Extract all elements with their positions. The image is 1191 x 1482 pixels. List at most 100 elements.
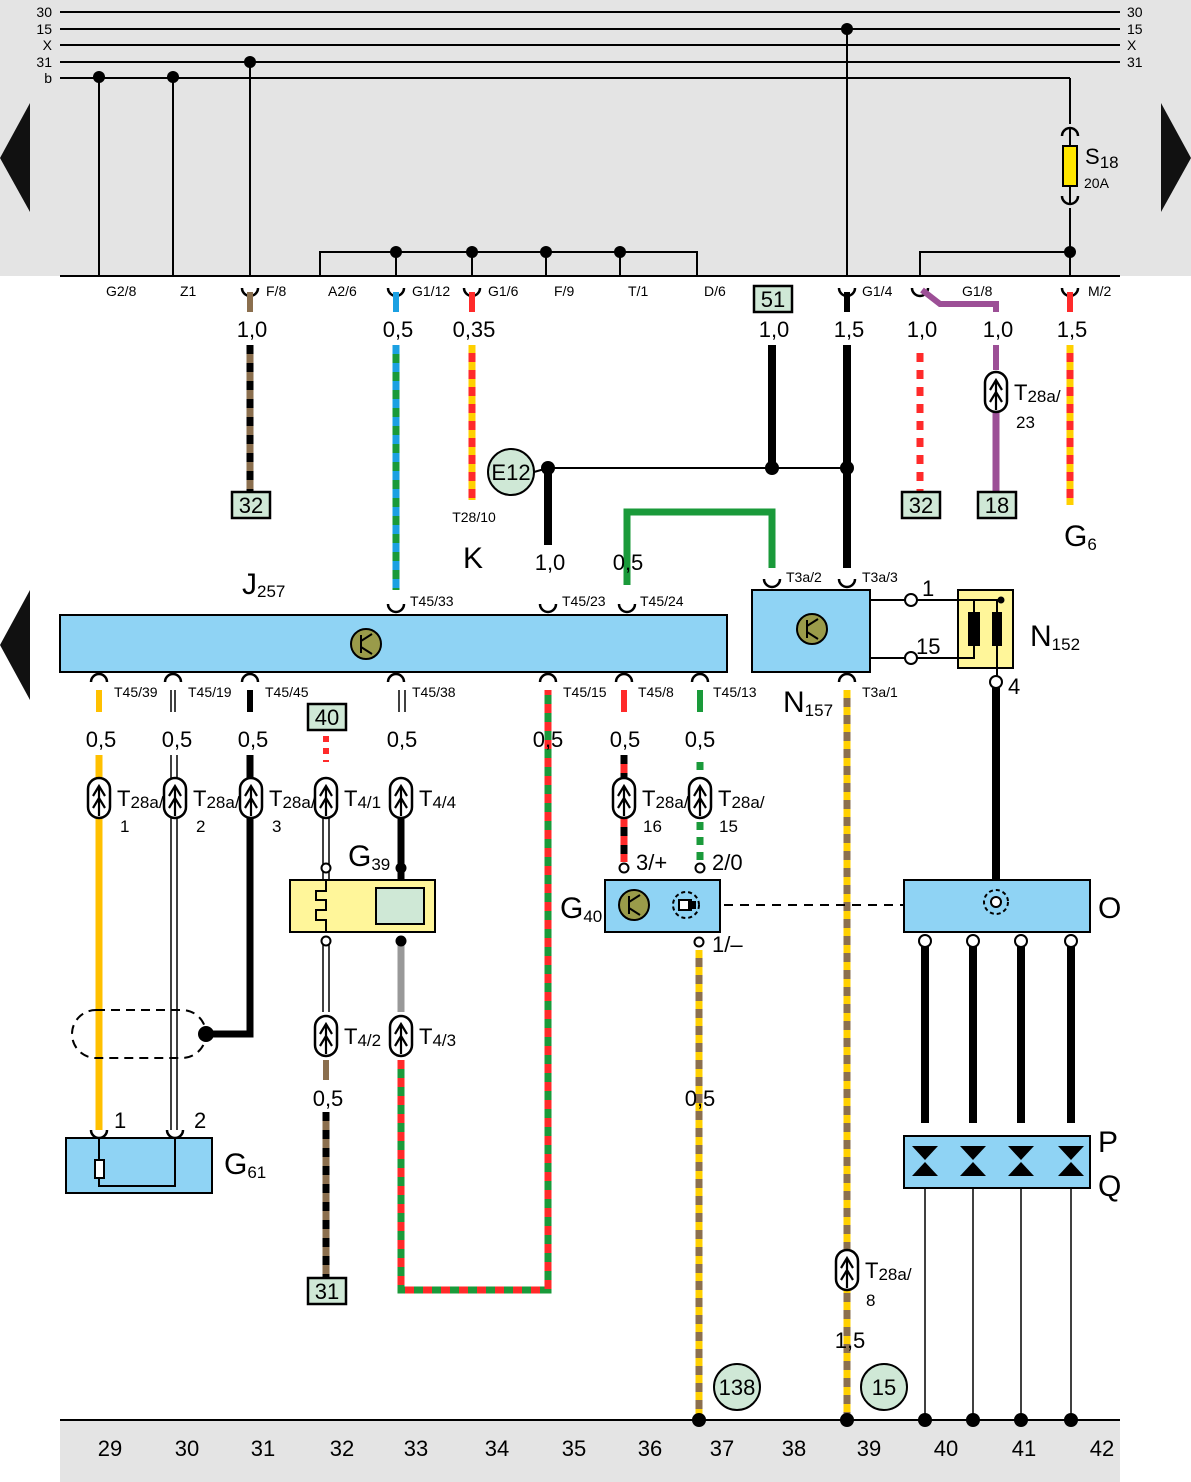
column-number: 32 xyxy=(330,1436,354,1461)
bus-pin-labels: G2/8 Z1 F/8 A2/6 G1/12 G1/6 F/9 T/1 D/6 … xyxy=(106,283,1112,299)
ref-box-51[interactable]: 51 xyxy=(752,284,794,314)
continuation-arrow[interactable] xyxy=(0,590,30,700)
wire-gauge: 0,5 xyxy=(313,1086,344,1111)
fuse-s18[interactable] xyxy=(1060,126,1080,206)
column-number: 29 xyxy=(98,1436,122,1461)
connector-label: T28a/ xyxy=(718,786,765,812)
pin-label: G1/12 xyxy=(412,283,450,299)
ground-dots xyxy=(692,1413,1078,1427)
wire-gauge: 0,35 xyxy=(453,317,496,342)
ref-box-label: 18 xyxy=(985,493,1009,518)
pin-label: T45/33 xyxy=(410,593,454,609)
sensor-g39[interactable] xyxy=(289,862,436,947)
column-number: 30 xyxy=(175,1436,199,1461)
ref-box-40[interactable]: 40 xyxy=(306,702,348,732)
column-number: 37 xyxy=(710,1436,734,1461)
transistor-icon xyxy=(796,613,828,645)
pin-label: T3a/1 xyxy=(862,684,898,700)
pin-label: T3a/3 xyxy=(862,569,898,585)
circuit-ref-138[interactable]: 138 xyxy=(713,1363,761,1411)
bus-label: 15 xyxy=(1127,21,1143,37)
wire-gauge: 1,5 xyxy=(835,1328,866,1353)
ground-point-e12[interactable]: E12 xyxy=(487,448,549,496)
ref-box-label: 51 xyxy=(761,287,785,312)
column-number: 40 xyxy=(934,1436,958,1461)
ref-box-label: 32 xyxy=(909,493,933,518)
connector-label: T28a/ xyxy=(269,786,316,812)
connector-number: 3 xyxy=(272,817,281,836)
wire-gauge: 0,5 xyxy=(86,727,117,752)
sensor-g61[interactable] xyxy=(65,1128,213,1194)
spark-plug-leads xyxy=(918,934,1078,1420)
ref-box-label: 40 xyxy=(315,705,339,730)
pin-label: T45/38 xyxy=(412,684,456,700)
circuit-ref-15[interactable]: 15 xyxy=(860,1363,908,1411)
pin-label: T45/45 xyxy=(265,684,309,700)
pin-label: 1/– xyxy=(712,932,743,957)
ref-box-31[interactable]: 31 xyxy=(306,1276,348,1306)
component-n157-label: N157 xyxy=(783,686,833,720)
pin-label: T28/10 xyxy=(452,509,496,525)
pin-label: T45/23 xyxy=(562,593,606,609)
pin-label: T45/8 xyxy=(638,684,674,700)
control-unit-j257[interactable] xyxy=(59,614,728,673)
connector-t28a-1-icon xyxy=(86,776,112,820)
wire-gauge: 0,5 xyxy=(383,317,414,342)
connector-t4-2-icon xyxy=(313,1014,339,1058)
component-j257-label: J257 xyxy=(242,568,285,601)
pin-label: F/9 xyxy=(554,283,574,299)
distributor-o[interactable] xyxy=(903,879,1091,933)
wire-gauge: 1,0 xyxy=(907,317,938,342)
next-page-arrow[interactable] xyxy=(1161,103,1191,212)
pin-label: T45/15 xyxy=(563,684,607,700)
spark-plugs-pq[interactable] xyxy=(903,1135,1091,1189)
wire-gauge: 0,5 xyxy=(387,727,418,752)
connector-t28a-23-icon xyxy=(983,370,1009,414)
prev-page-arrow[interactable] xyxy=(0,103,30,212)
bus-area xyxy=(0,0,1191,276)
wire-gauge: 1,0 xyxy=(237,317,268,342)
ref-box-32-right[interactable]: 32 xyxy=(900,490,942,520)
circuit-ref-label: 15 xyxy=(872,1375,896,1400)
connector-label: T28a/ xyxy=(193,786,240,812)
connector-number: 16 xyxy=(643,817,662,836)
connector-t28a-2-icon xyxy=(162,776,188,820)
column-number: 31 xyxy=(251,1436,275,1461)
coil-terminal-label: 4 xyxy=(1008,674,1020,699)
pin-label: T45/39 xyxy=(114,684,158,700)
component-g61-label: G61 xyxy=(224,1148,266,1182)
ref-box-18[interactable]: 18 xyxy=(976,490,1018,520)
component-g39-label: G39 xyxy=(348,840,390,874)
connector-t4-3-icon xyxy=(388,1014,414,1058)
bus-label: b xyxy=(44,70,52,86)
component-k-label: K xyxy=(463,542,483,575)
wire-gauge: 0,5 xyxy=(610,727,641,752)
ignition-coil-n152[interactable] xyxy=(870,589,1014,689)
pin-label: F/8 xyxy=(266,283,286,299)
bus-label: X xyxy=(1127,37,1137,53)
bus-label: 15 xyxy=(36,21,52,37)
wire-gauge: 1,0 xyxy=(983,317,1014,342)
wire-gauge: 0,5 xyxy=(238,727,269,752)
pin-label: D/6 xyxy=(704,283,726,299)
fuse-label: S18 xyxy=(1085,144,1119,172)
wire-gauge: 0,5 xyxy=(613,550,644,575)
connector-t4-1-icon xyxy=(313,776,339,820)
component-g6-label: G6 xyxy=(1064,520,1097,554)
pin-label: G1/8 xyxy=(962,283,993,299)
transistor-icon xyxy=(350,628,382,660)
column-number: 41 xyxy=(1012,1436,1036,1461)
bus-lines xyxy=(60,11,1120,277)
wire-gauge: 0,5 xyxy=(533,727,564,752)
ref-box-32-left[interactable]: 32 xyxy=(230,490,272,520)
bus-label: 30 xyxy=(36,4,52,20)
wire-gauge: 0,5 xyxy=(162,727,193,752)
bus-drops xyxy=(98,29,1071,276)
pin-label: M/2 xyxy=(1088,283,1112,299)
pin-label: T45/13 xyxy=(713,684,757,700)
connector-label: T4/1 xyxy=(344,786,381,812)
sensor-g40[interactable] xyxy=(604,862,721,948)
connector-t28a-3-icon xyxy=(238,776,264,820)
wire-gauge: 1,5 xyxy=(834,317,865,342)
